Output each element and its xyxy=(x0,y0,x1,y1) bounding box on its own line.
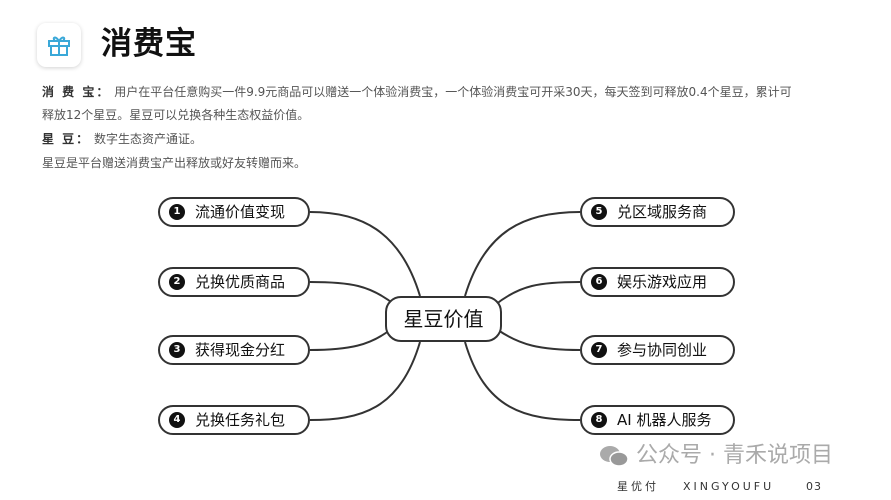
desc-line-2: 释放12个星豆。星豆可以兑换各种生态权益价值。 xyxy=(42,108,310,122)
node-6: 6 娱乐游戏应用 xyxy=(580,267,735,297)
number-badge: 5 xyxy=(591,204,607,220)
node-1: 1 流通价值变现 xyxy=(158,197,310,227)
node-label: 兑换任务礼包 xyxy=(195,411,286,429)
watermark: 公众号 · 青禾说项目 xyxy=(598,443,833,469)
desc-line-3: 星 豆： 数字生态资产通证。 xyxy=(42,131,202,147)
desc-line-1: 消 费 宝： 用户在平台任意购买一件9.9元商品可以赠送一个体验消费宝，一个体验… xyxy=(42,84,792,100)
node-3: 3 获得现金分红 xyxy=(158,335,310,365)
node-4: 4 兑换任务礼包 xyxy=(158,405,310,435)
footer-brand-en: XINGYOUFU xyxy=(683,480,775,493)
page-title: 消费宝 xyxy=(101,26,197,62)
connector xyxy=(494,281,581,306)
page-number: 03 xyxy=(806,480,822,493)
node-7: 7 参与协同创业 xyxy=(580,335,735,365)
connector xyxy=(464,341,581,421)
wechat-icon xyxy=(600,446,629,467)
footer-brand: 星优付 xyxy=(617,480,659,493)
node-label: 参与协同创业 xyxy=(617,341,708,359)
number-badge: 4 xyxy=(169,412,185,428)
number-badge: 1 xyxy=(169,204,185,220)
node-label: 娱乐游戏应用 xyxy=(617,273,708,291)
node-5: 5 兑区域服务商 xyxy=(580,197,735,227)
center-node: 星豆价值 xyxy=(385,296,502,342)
number-badge: 3 xyxy=(169,342,185,358)
number-badge: 8 xyxy=(591,412,607,428)
node-2: 2 兑换优质商品 xyxy=(158,267,310,297)
number-badge: 6 xyxy=(591,274,607,290)
node-label: AI 机器人服务 xyxy=(617,411,712,429)
node-8: 8 AI 机器人服务 xyxy=(580,405,735,435)
number-badge: 7 xyxy=(591,342,607,358)
connector xyxy=(309,281,396,306)
node-label: 获得现金分红 xyxy=(195,341,286,359)
desc-text: 用户在平台任意购买一件9.9元商品可以赠送一个体验消费宝，一个体验消费宝可开采3… xyxy=(114,85,792,99)
connector xyxy=(497,329,581,351)
node-label: 流通价值变现 xyxy=(195,203,286,221)
node-label: 兑换优质商品 xyxy=(195,273,286,291)
connector xyxy=(309,329,391,351)
connector xyxy=(309,341,421,421)
connector xyxy=(309,211,421,297)
node-label: 兑区域服务商 xyxy=(617,203,708,221)
connector xyxy=(464,211,581,297)
label-xiaofeibao: 消 费 宝： xyxy=(42,85,111,99)
label-xingdou: 星 豆： xyxy=(42,132,91,146)
number-badge: 2 xyxy=(169,274,185,290)
gift-icon-box xyxy=(37,23,81,67)
desc-text: 数字生态资产通证。 xyxy=(94,132,203,146)
desc-line-4: 星豆是平台赠送消费宝产出释放或好友转赠而来。 xyxy=(42,156,307,170)
watermark-text: 公众号 · 青禾说项目 xyxy=(636,443,833,468)
gift-icon xyxy=(48,36,70,56)
